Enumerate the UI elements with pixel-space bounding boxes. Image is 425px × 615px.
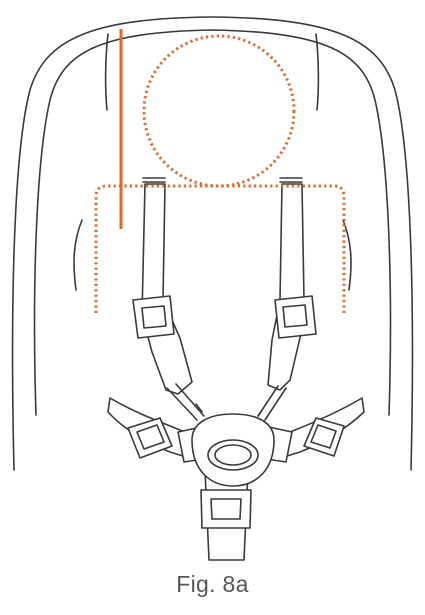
head-zone-circle [142,34,296,188]
crotch-strap [200,469,252,561]
seat-back [11,16,414,471]
fit-guide-markers [94,29,346,313]
right-waist-strap [259,397,365,463]
figure-caption: Fig. 8a [176,571,249,597]
right-shoulder-strap [257,177,317,421]
shoulder-zone-outline [94,184,346,313]
left-waist-strap [107,397,211,463]
left-shoulder-strap [132,177,205,421]
center-buckle [191,413,275,487]
